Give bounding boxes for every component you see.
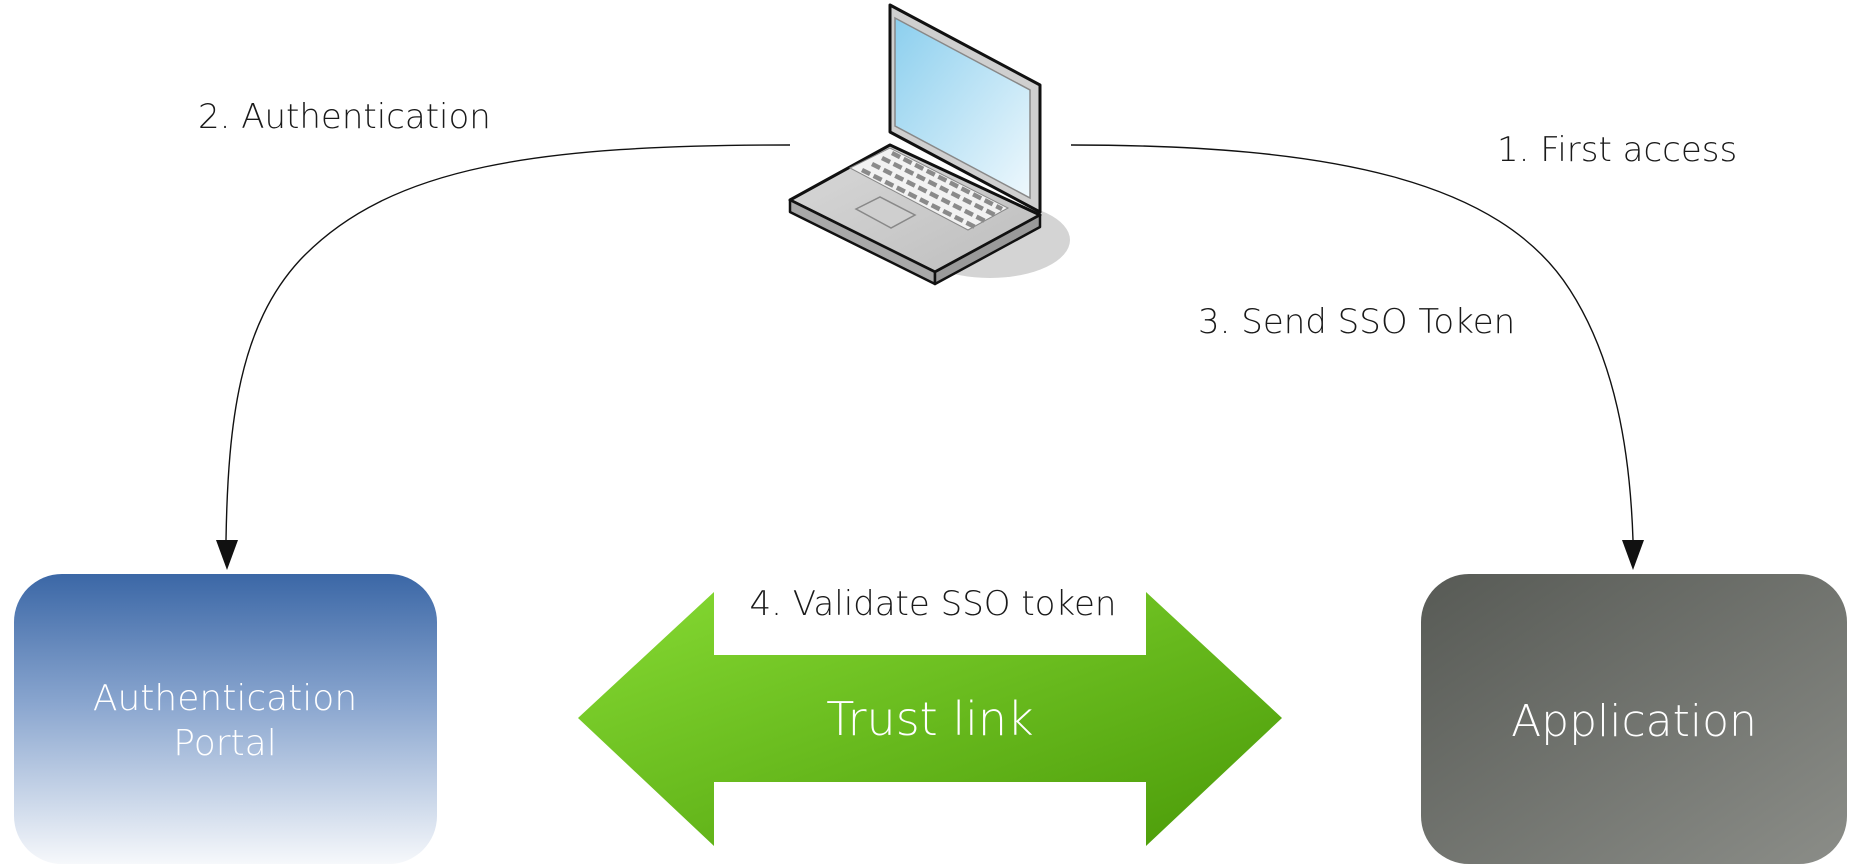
trust-link-label: Trust link	[826, 692, 1033, 746]
authentication-portal-label-line2: Portal	[173, 723, 276, 764]
step-validate-sso-token-label: 4. Validate SSO token	[750, 584, 1117, 624]
application-box: Application	[1421, 574, 1847, 864]
step-send-sso-token-label: 3. Send SSO Token	[1198, 302, 1515, 342]
step-first-access-label: 1. First access	[1497, 130, 1737, 170]
laptop-icon	[788, 3, 1070, 286]
trust-link-arrow: Trust link	[578, 592, 1282, 846]
step-authentication-label: 2. Authentication	[198, 97, 491, 137]
arrowhead-authentication	[216, 540, 238, 570]
arrowhead-first-access	[1622, 540, 1644, 570]
application-label: Application	[1511, 696, 1757, 747]
authentication-portal-box: Authentication Portal	[14, 574, 437, 864]
arrow-first-access	[1070, 144, 1634, 541]
authentication-portal-label-line1: Authentication	[93, 678, 357, 719]
arrow-authentication	[225, 144, 791, 541]
